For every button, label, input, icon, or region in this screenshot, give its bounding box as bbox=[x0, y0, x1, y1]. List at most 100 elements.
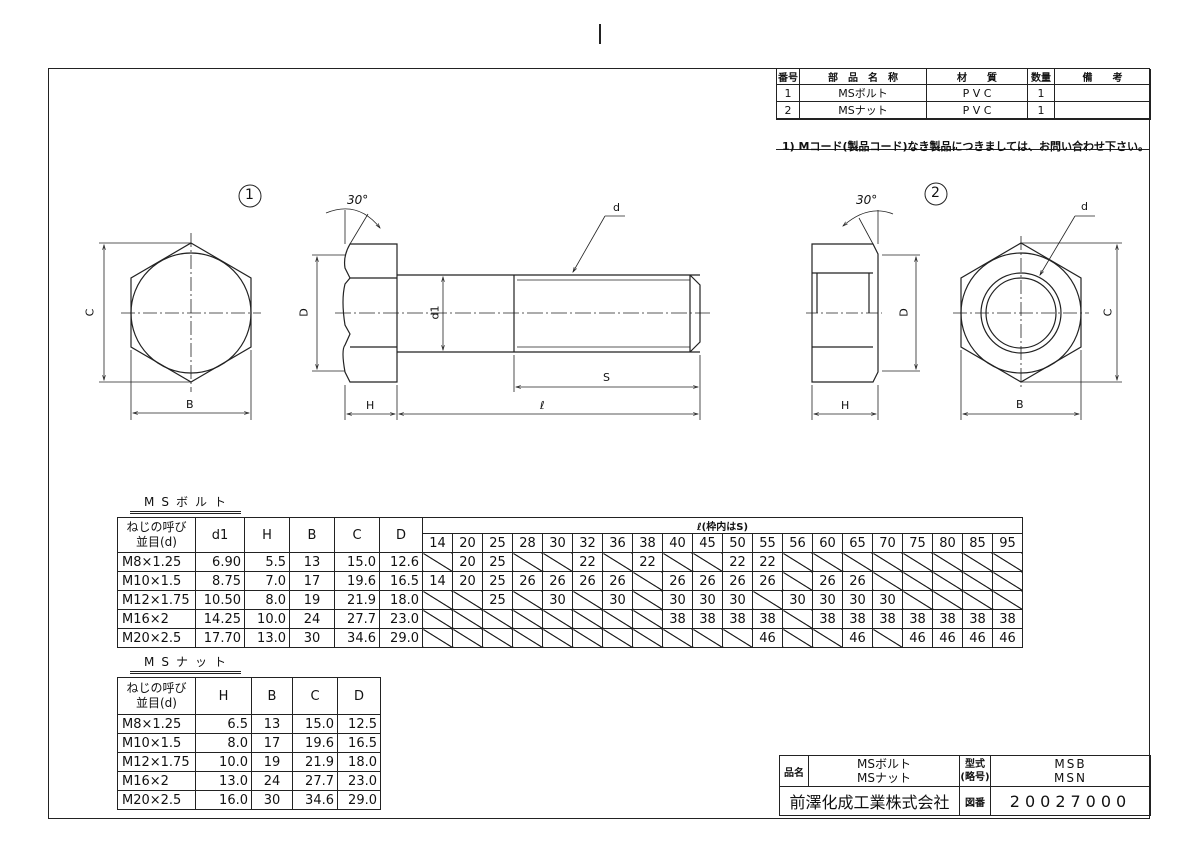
unavailable-cell bbox=[962, 571, 993, 591]
unavailable-cell bbox=[992, 590, 1023, 610]
thread-length-cell: 22 bbox=[572, 552, 603, 572]
length-header-cell: 80 bbox=[932, 533, 963, 553]
unavailable-cell bbox=[452, 628, 483, 648]
dim-label-B-bolt: B bbox=[186, 398, 194, 411]
model-code: MSB MSN bbox=[990, 755, 1151, 787]
unavailable-cell bbox=[992, 552, 1023, 572]
drawing-number: 20027000 bbox=[990, 786, 1151, 816]
title-block-row-2: 前澤化成工業株式会社 図番 20027000 bbox=[779, 786, 1151, 816]
cell-b: 13 bbox=[289, 552, 335, 572]
unavailable-cell bbox=[422, 590, 453, 610]
cell-c: 15.0 bbox=[292, 714, 338, 734]
length-header-cell: 25 bbox=[482, 533, 513, 553]
part-no: 2 bbox=[776, 101, 800, 119]
unavailable-cell bbox=[812, 628, 843, 648]
bolt-head-front-view bbox=[99, 233, 261, 420]
length-header-cell: 55 bbox=[752, 533, 783, 553]
length-header-cell: 30 bbox=[542, 533, 573, 553]
col-header-H: H bbox=[195, 677, 252, 715]
unavailable-cell bbox=[632, 609, 663, 629]
unavailable-cell bbox=[692, 552, 723, 572]
unavailable-cell bbox=[542, 609, 573, 629]
unavailable-cell bbox=[452, 609, 483, 629]
dim-label-l: ℓ bbox=[540, 399, 545, 412]
parts-list-table: 番号 部 品 名 称 材 質 数量 備 考 1 MSボルト P V C 1 2 … bbox=[776, 69, 1151, 119]
cell-h: 10.0 bbox=[244, 609, 290, 629]
product-name-2: MSナット bbox=[857, 771, 911, 785]
thread-length-cell: 26 bbox=[662, 571, 693, 591]
thread-length-cell: 26 bbox=[722, 571, 753, 591]
cell-d: 18.0 bbox=[379, 590, 423, 610]
cell-d: 29.0 bbox=[337, 790, 381, 810]
dim-label-d1: d1 bbox=[428, 305, 442, 320]
thread-length-cell: 30 bbox=[662, 590, 693, 610]
cell-d: 29.0 bbox=[379, 628, 423, 648]
thread-length-cell: 26 bbox=[812, 571, 843, 591]
unavailable-cell bbox=[602, 628, 633, 648]
thread-length-cell: 22 bbox=[632, 552, 663, 572]
cell-h: 13.0 bbox=[244, 628, 290, 648]
thread-length-cell: 46 bbox=[992, 628, 1023, 648]
cell-h: 16.0 bbox=[195, 790, 252, 810]
thread-length-cell: 26 bbox=[842, 571, 873, 591]
part-material: P V C bbox=[926, 101, 1028, 119]
unavailable-cell bbox=[962, 552, 993, 572]
cell-d: 12.5 bbox=[337, 714, 381, 734]
unavailable-cell bbox=[512, 609, 543, 629]
length-header-cell: 28 bbox=[512, 533, 543, 553]
thread-length-cell: 38 bbox=[992, 609, 1023, 629]
unavailable-cell bbox=[422, 552, 453, 572]
unavailable-cell bbox=[722, 628, 753, 648]
dim-label-d-nut: d bbox=[1081, 200, 1088, 213]
unavailable-cell bbox=[632, 571, 663, 591]
cell-h: 10.0 bbox=[195, 752, 252, 772]
unavailable-cell bbox=[782, 552, 813, 572]
cell-c: 19.6 bbox=[334, 571, 380, 591]
cell-size: M8×1.25 bbox=[117, 552, 196, 572]
unavailable-cell bbox=[512, 552, 543, 572]
col-header-D: D bbox=[379, 517, 423, 553]
part-qty: 1 bbox=[1027, 101, 1055, 119]
cell-c: 19.6 bbox=[292, 733, 338, 753]
thread-length-cell: 30 bbox=[722, 590, 753, 610]
center-mark bbox=[599, 24, 601, 44]
cell-c: 21.9 bbox=[292, 752, 338, 772]
dim-label-d-bolt: d bbox=[613, 201, 620, 214]
cell-h: 8.0 bbox=[195, 733, 252, 753]
unavailable-cell bbox=[662, 628, 693, 648]
cell-b: 24 bbox=[289, 609, 335, 629]
cell-b: 24 bbox=[251, 771, 293, 791]
dim-label-S: S bbox=[603, 371, 610, 384]
note-text: 1) Mコード(製品コード)なき製品につきましては、お問い合わせ下さい。 bbox=[776, 138, 1150, 153]
thread-length-cell: 30 bbox=[872, 590, 903, 610]
unavailable-cell bbox=[692, 628, 723, 648]
unavailable-cell bbox=[752, 590, 783, 610]
thread-length-cell: 26 bbox=[602, 571, 633, 591]
cell-h: 8.0 bbox=[244, 590, 290, 610]
cell-d1: 8.75 bbox=[195, 571, 245, 591]
thread-length-cell: 26 bbox=[572, 571, 603, 591]
dim-label-H-bolt: H bbox=[366, 399, 375, 412]
length-header-cell: 56 bbox=[782, 533, 813, 553]
bolt-table-title: MSボルト bbox=[130, 493, 241, 514]
cell-d1: 6.90 bbox=[195, 552, 245, 572]
length-header-cell: 95 bbox=[992, 533, 1023, 553]
unavailable-cell bbox=[902, 552, 933, 572]
col-header-C: C bbox=[292, 677, 338, 715]
thread-length-cell: 46 bbox=[902, 628, 933, 648]
length-header: ℓ(枠内はS) bbox=[422, 517, 1023, 534]
product-name-label: 品名 bbox=[779, 755, 809, 787]
unavailable-cell bbox=[602, 552, 633, 572]
thread-size-header-line2: 並目(d) bbox=[136, 696, 177, 710]
part-remarks bbox=[1054, 101, 1151, 119]
col-header-C: C bbox=[334, 517, 380, 553]
thread-length-cell: 38 bbox=[872, 609, 903, 629]
product-name-1: MSボルト bbox=[857, 757, 911, 771]
